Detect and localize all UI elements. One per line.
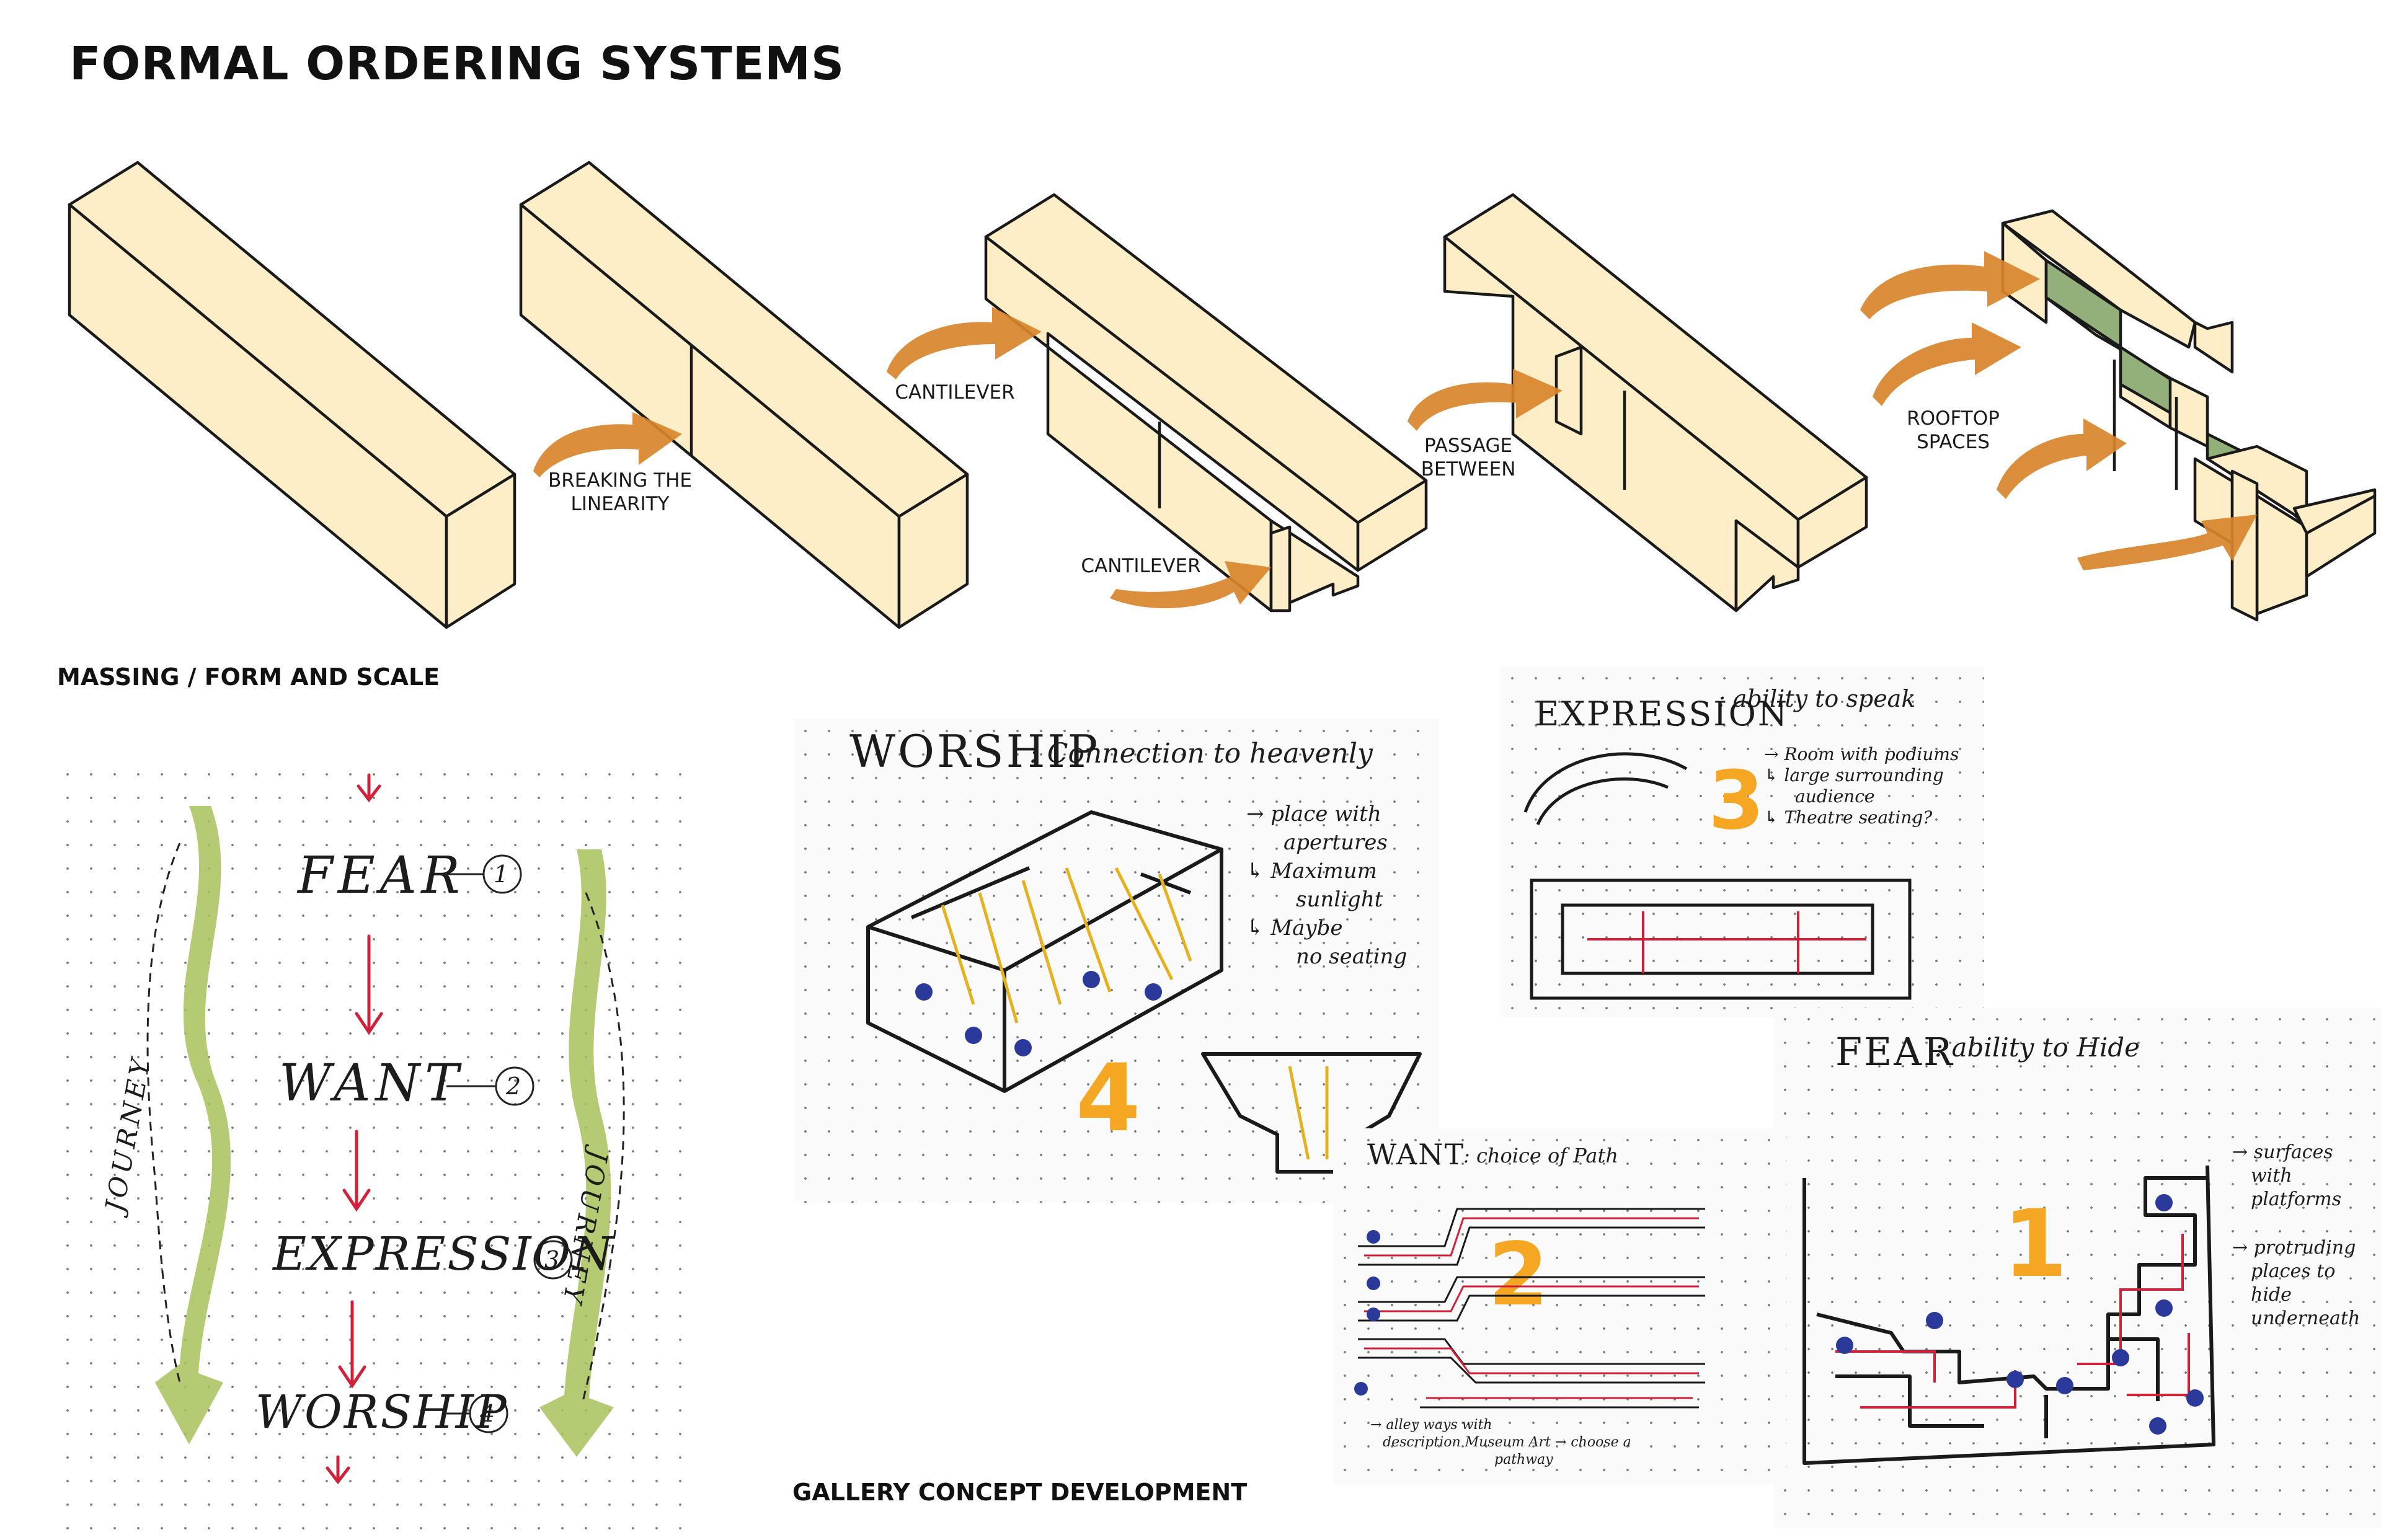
journey-step-num-1: 1: [494, 861, 509, 888]
sketch-expression: [1501, 666, 1984, 1017]
journey-step-num-3: 3: [544, 1246, 560, 1273]
section-label-massing: MASSING / FORM AND SCALE: [57, 663, 440, 691]
journey-step-worship: WORSHIP: [255, 1386, 508, 1439]
arrow-rooftop-1: [1860, 251, 2040, 319]
label-passage-between: PASSAGE BETWEEN: [1421, 435, 1516, 480]
massing-block-cantilever: [984, 193, 1428, 613]
page-title: FORMAL ORDERING SYSTEMS: [69, 37, 845, 91]
fear-subtitle: : ability to Hide: [1935, 1032, 2140, 1063]
want-notes: → alley ways with description Museum Art…: [1370, 1417, 1631, 1467]
worship-notes: → place with apertures ↳ Maximum sunligh…: [1246, 802, 1408, 969]
label-cantilever-bottom: CANTILEVER: [1081, 555, 1201, 577]
label-rooftop-spaces: ROOFTOP SPACES: [1907, 407, 2000, 453]
arrow-rooftop-4: [2077, 515, 2257, 570]
worship-subtitle: : Connection to heavenly: [1029, 738, 1373, 769]
arrow-passage: [1408, 369, 1563, 431]
massing-diagrams: [68, 161, 2377, 629]
massing-block-rooftop: [2001, 209, 2377, 622]
journey-step-fear: FEAR: [298, 846, 465, 905]
arrow-rooftop-2: [1873, 322, 2021, 406]
label-breaking-linearity: BREAKING THE LINEARITY: [548, 469, 692, 515]
journey-step-num-2: 2: [506, 1073, 521, 1100]
expression-notes: → Room with podiums ↳ large surrounding …: [1764, 744, 1959, 828]
orange-arrows: [533, 251, 2257, 609]
journey-step-num-4: 4: [480, 1400, 495, 1427]
sketch-worship: [794, 719, 1439, 1203]
expression-subtitle: : ability to speak: [1718, 685, 1916, 712]
journey-step-want: WANT: [279, 1054, 464, 1113]
worship-number: 4: [1076, 1045, 1141, 1153]
fear-notes: → surfaces with platforms → protruding p…: [2232, 1141, 2361, 1329]
expression-number: 3: [1708, 753, 1765, 847]
want-heading: WANT: [1367, 1138, 1465, 1171]
sketch-want: [1333, 1128, 1786, 1485]
label-cantilever-top: CANTILEVER: [895, 381, 1015, 404]
arrow-rooftop-3: [1997, 418, 2127, 499]
journey-step-expression: EXPRESSION: [273, 1228, 614, 1281]
worship-heading: WORSHIP: [849, 725, 1101, 777]
arrow-breaking: [533, 412, 682, 477]
massing-block-passage: [1443, 193, 1868, 613]
arrow-cantilever-bottom: [1110, 561, 1271, 609]
fear-heading: FEAR: [1835, 1029, 1954, 1074]
section-label-gallery: GALLERY CONCEPT DEVELOPMENT: [792, 1479, 1248, 1506]
want-number: 2: [1488, 1224, 1549, 1325]
massing-block-plain: [68, 161, 517, 629]
want-subtitle: : choice of Path: [1463, 1144, 1618, 1167]
arrow-cantilever-top: [887, 307, 1042, 379]
massing-block-broken: [519, 161, 969, 629]
fear-number: 1: [2003, 1190, 2068, 1298]
sketch-fear: [1773, 1007, 2381, 1528]
expression-heading: EXPRESSION: [1535, 694, 1789, 733]
